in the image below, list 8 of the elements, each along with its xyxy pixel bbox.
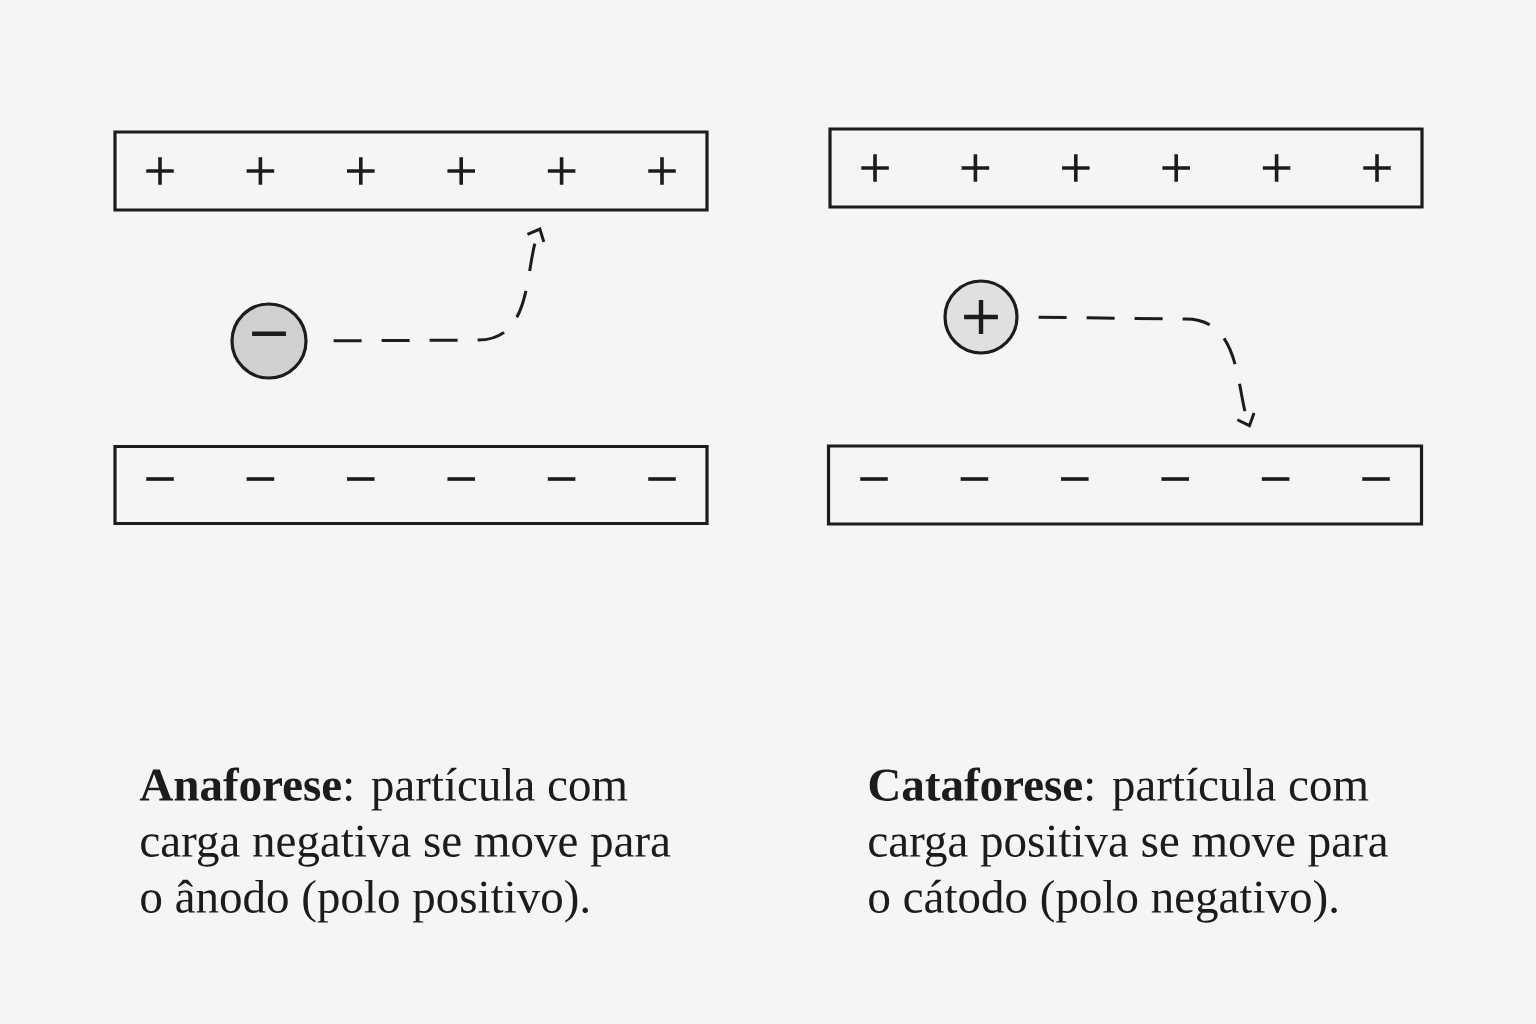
- caption-text: Anaforese: partícula com carga negativa se move para o ânodo (polo positivo).: [139, 767, 671, 923]
- dashed-arrow: [333, 227, 546, 343]
- electrode-bar: + + + + + +: [828, 127, 1424, 209]
- electrode-bar: − − − − − −: [113, 444, 709, 526]
- dashed-arrow: [1038, 315, 1256, 428]
- electrode-bar: − − − − − −: [826, 444, 1424, 526]
- caption-text: Cataforese: partícula com carga positiva se move para o cátodo (polo negativo).: [869, 767, 1388, 923]
- electrode-bar: + + + + + +: [113, 130, 709, 212]
